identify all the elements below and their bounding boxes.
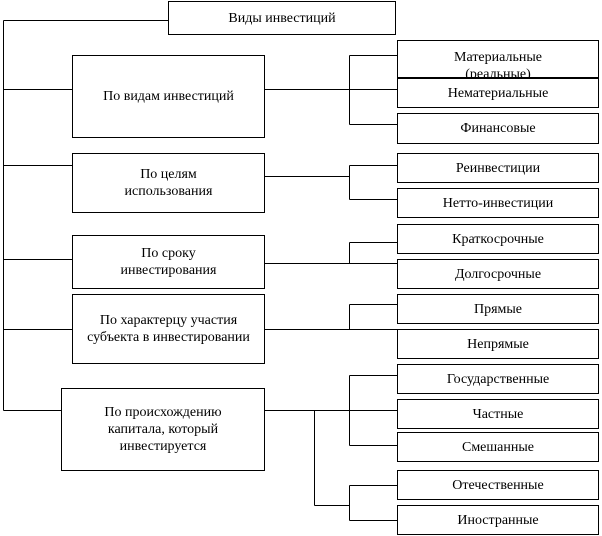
item-box-reinvestment: Реинвестиции (397, 153, 599, 183)
item-label: Краткосрочные (452, 231, 544, 247)
item-box-mixed: Смешанные (397, 432, 599, 462)
item-box-material: Материальные (реальные) (397, 40, 599, 78)
item-label: Отечественные (452, 477, 544, 493)
item-box-state: Государственные (397, 364, 599, 394)
category-label-4: По характерцу участия субъекта в инвести… (87, 313, 250, 345)
item-box-private: Частные (397, 399, 599, 429)
category-box-1: По видам инвестиций (72, 55, 265, 138)
item-box-financial: Финансовые (397, 113, 599, 144)
item-label: Нетто-инвестиции (442, 195, 554, 211)
item-label: Государственные (446, 371, 550, 387)
category-box-5: По происхождению капитала, который инвес… (61, 388, 265, 471)
item-label: Иностранные (457, 512, 539, 528)
category-label-2: По целям использования (124, 167, 213, 199)
category-box-3: По сроку инвестирования (72, 235, 265, 289)
category-label-5: По происхождению капитала, который инвес… (104, 405, 222, 454)
item-label: Реинвестиции (455, 160, 541, 176)
item-box-indirect: Непрямые (397, 329, 599, 359)
item-label: Финансовые (460, 121, 536, 136)
category-label-1: По видам инвестиций (103, 89, 234, 104)
item-box-direct: Прямые (397, 294, 599, 324)
item-box-long-term: Долгосрочные (397, 259, 599, 289)
category-label-3: По сроку инвестирования (120, 246, 217, 278)
item-label: Нематериальные (447, 85, 549, 101)
item-box-net-investment: Нетто-инвестиции (397, 188, 599, 218)
category-box-4: По характерцу участия субъекта в инвести… (72, 294, 265, 364)
item-label: Частные (472, 406, 524, 422)
item-label: Смешанные (461, 439, 534, 455)
item-box-domestic: Отечественные (397, 470, 599, 500)
item-box-foreign: Иностранные (397, 505, 599, 535)
item-box-intangible: Нематериальные (397, 78, 599, 108)
item-label: Прямые (473, 301, 523, 317)
diagram-title-text: Виды инвестиций (228, 10, 336, 26)
category-box-2: По целям использования (72, 153, 265, 213)
item-label: Непрямые (467, 336, 529, 352)
diagram-title: Виды инвестиций (168, 1, 396, 35)
item-box-short-term: Краткосрочные (397, 224, 599, 254)
item-label: Материальные (реальные) (454, 50, 542, 78)
item-label: Долгосрочные (454, 266, 542, 282)
